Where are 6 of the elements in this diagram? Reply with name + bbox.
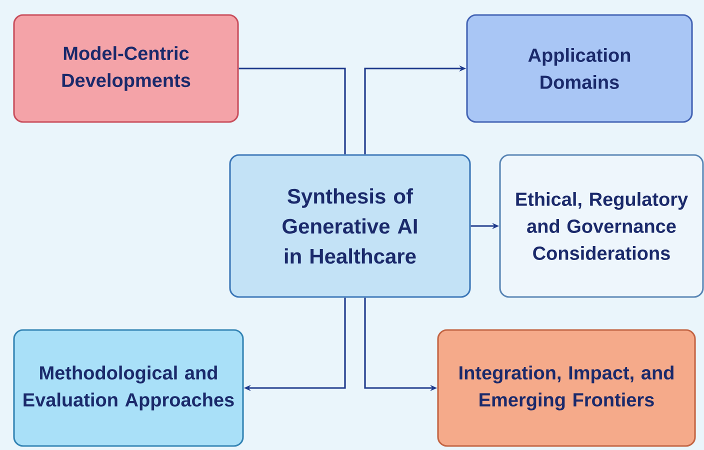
process-box: Methodological and Evaluation Approaches — [13, 329, 244, 447]
process-box: Synthesis of Generative AI in Healthcare — [229, 154, 471, 298]
process-box: Model-Centric Developments — [13, 14, 239, 123]
process-box: Integration, Impact, and Emerging Frontiers — [437, 329, 696, 447]
process-box: Application Domains — [466, 14, 693, 123]
process-box: Ethical, Regulatory and Governance Considerations — [499, 154, 704, 298]
